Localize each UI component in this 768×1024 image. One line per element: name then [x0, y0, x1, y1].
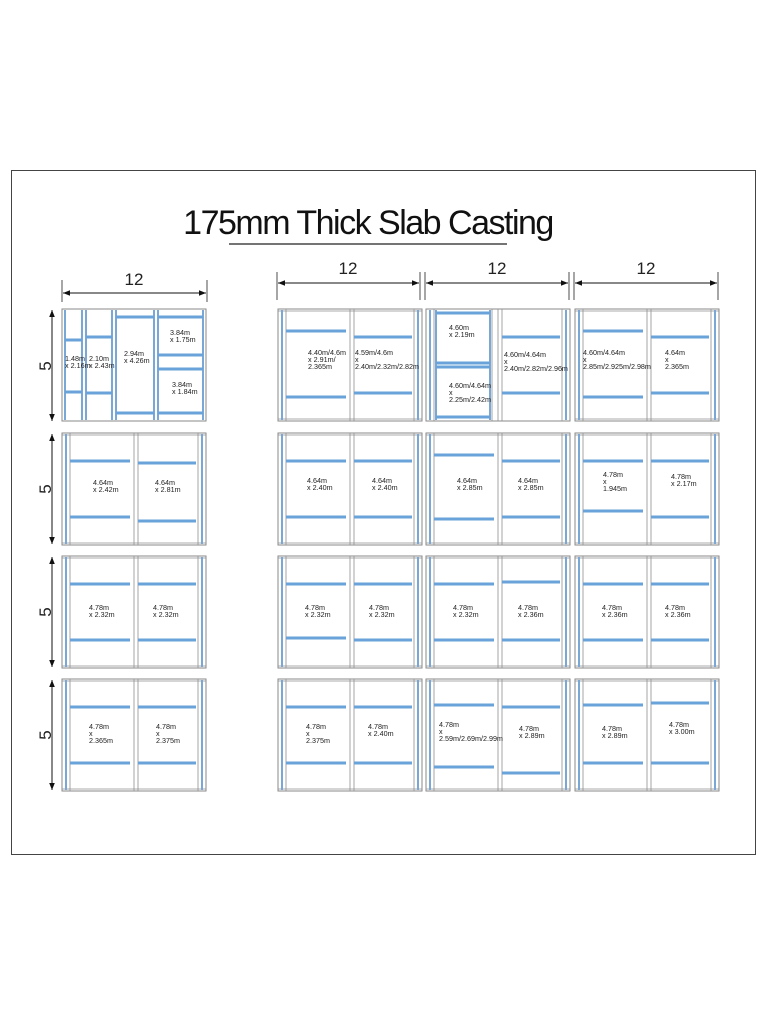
height-label: 5: [36, 484, 55, 493]
drawing-title: 175mm Thick Slab Casting: [183, 204, 553, 242]
height-dimension-3: 5: [36, 680, 55, 790]
height-label: 5: [36, 607, 55, 616]
width-label: 12: [488, 259, 507, 278]
width-label: 12: [637, 259, 656, 278]
width-dimension-1: 12: [276, 259, 421, 300]
drawing-frame: [11, 170, 756, 855]
width-dimension-2: 12: [424, 259, 570, 300]
height-label: 5: [36, 361, 55, 370]
width-label: 12: [125, 270, 144, 289]
height-dimension-0: 5: [36, 310, 55, 421]
width-dimension-0: 12: [61, 270, 208, 302]
panel-outline: [61, 308, 207, 422]
width-label: 12: [339, 259, 358, 278]
height-label: 5: [36, 730, 55, 739]
width-dimension-3: 12: [573, 259, 719, 300]
height-dimension-1: 5: [36, 434, 55, 544]
height-dimension-2: 5: [36, 557, 55, 667]
